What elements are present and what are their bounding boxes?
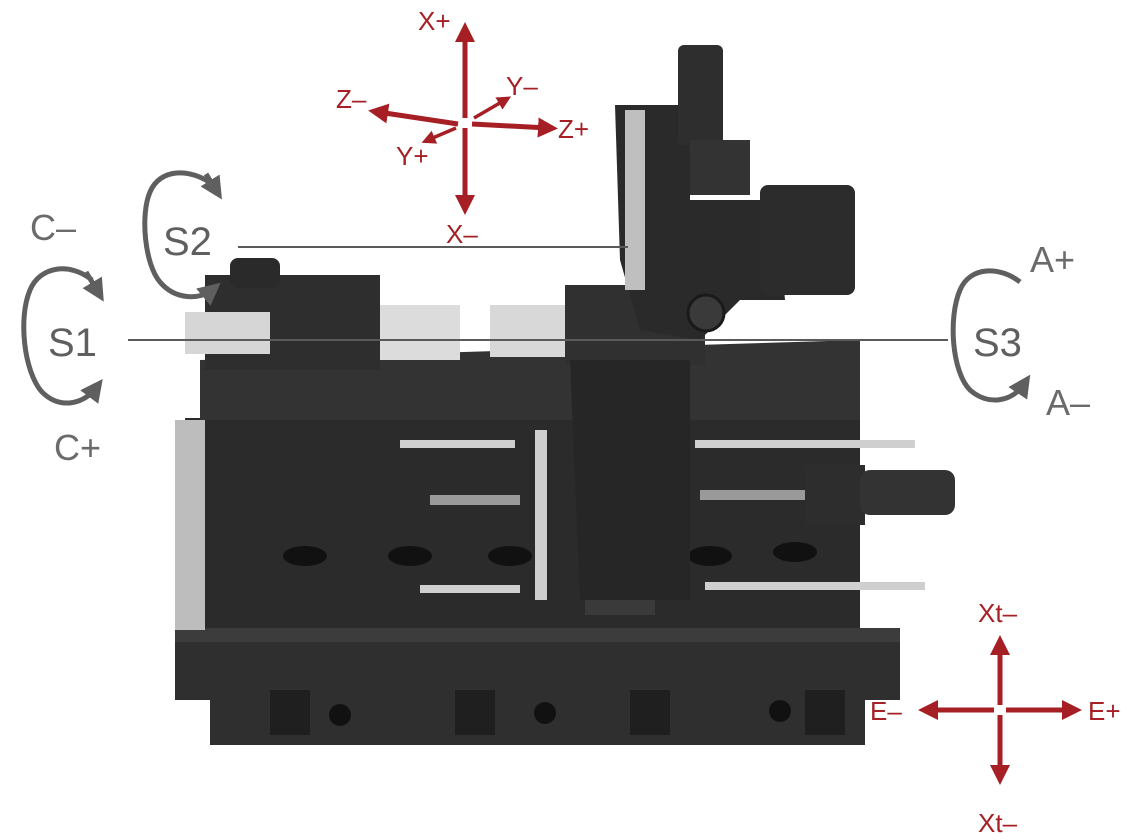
s3-rotation-icon: [950, 268, 1031, 403]
a-minus-label: A–: [1046, 382, 1090, 423]
machine-base: [175, 628, 900, 745]
machine-base-lip: [175, 628, 900, 642]
center-saddle: [570, 360, 690, 600]
c-minus-label: C–: [30, 207, 76, 248]
base-holes: [329, 700, 791, 726]
upper-tool-head: [615, 105, 785, 340]
rotation-arrow-icon: [82, 270, 104, 302]
lathe-machine-illustration: [175, 45, 955, 745]
bed-side-panel: [175, 420, 205, 630]
tool-spindle-nose: [686, 293, 726, 333]
machine-bed: [185, 418, 860, 628]
rotation-arrow-icon: [21, 266, 103, 406]
z-plus-label: Z+: [558, 114, 589, 144]
z-minus-arrow: [368, 103, 459, 127]
upper-motor-housing: [690, 140, 750, 195]
tailstock-motor: [860, 470, 955, 515]
ballscrews: [430, 490, 810, 505]
x-minus-label: X–: [446, 219, 478, 249]
s2-rotation-icon: [142, 170, 222, 306]
tool-spindle-motor: [760, 185, 855, 295]
xt-bottom-label: Xt–: [978, 808, 1018, 838]
e-plus-label: E+: [1088, 696, 1121, 726]
rotation-arrow-icon: [950, 268, 1031, 403]
spindle-s3-label: S3: [973, 321, 1022, 365]
upper-motor: [678, 45, 723, 145]
rotation-arrow-icon: [200, 172, 222, 200]
saddle-foot: [585, 600, 655, 615]
sub-spindle-chuck: [490, 305, 570, 357]
rotation-arrow-icon: [142, 170, 221, 306]
c-plus-label: C+: [54, 427, 101, 468]
base-feet: [270, 690, 845, 735]
bottom-axis-cross: [918, 635, 1082, 785]
x-plus-label: X+: [418, 6, 451, 36]
vertical-rail: [625, 110, 645, 290]
spindle-s1-label: S1: [48, 321, 97, 365]
xt-top-label: Xt–: [978, 598, 1018, 628]
y-minus-label: Y–: [506, 71, 538, 101]
z-plus-arrow: [471, 117, 558, 138]
left-headstock-motor: [230, 258, 280, 288]
y-minus-arrow: [473, 96, 512, 120]
left-chuck: [185, 312, 270, 354]
e-minus-label: E–: [870, 696, 902, 726]
top-axis-cross: [368, 22, 558, 215]
tailstock-block: [805, 465, 865, 525]
z-minus-label: Z–: [336, 84, 367, 114]
y-plus-arrow: [421, 126, 457, 144]
bed-oval-slots: [283, 542, 817, 566]
a-plus-label: A+: [1030, 239, 1075, 280]
spindle-s2-label: S2: [163, 220, 212, 264]
y-plus-label: Y+: [396, 141, 429, 171]
left-spindle-nose: [380, 305, 460, 360]
s1-rotation-icon: [21, 266, 104, 406]
